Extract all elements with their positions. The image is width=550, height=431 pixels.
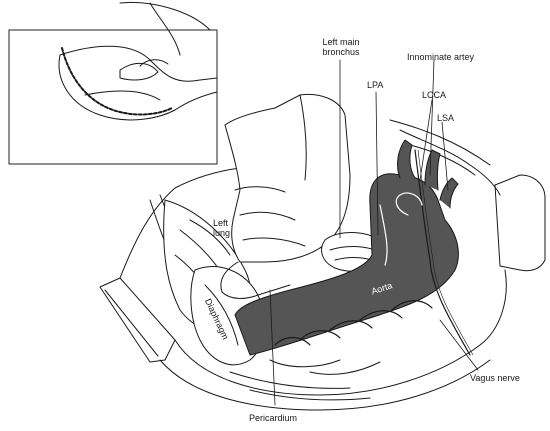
label-left-lung: Left lung xyxy=(213,218,230,238)
vagus-nerve xyxy=(414,149,474,356)
leader-lines xyxy=(269,59,479,406)
retractor-right xyxy=(494,174,546,272)
label-left-main-bronchus: Left main bronchus xyxy=(309,37,373,57)
aorta xyxy=(234,139,459,356)
label-left-lung-line2: lung xyxy=(213,228,231,238)
label-left-lung-line1: Left xyxy=(213,218,229,228)
label-pericardium: Pericardium xyxy=(249,413,298,423)
label-lcca: LCCA xyxy=(422,90,447,100)
hand-retracting-lung xyxy=(220,93,351,299)
retractor-left xyxy=(99,277,176,363)
recurrent-nerve xyxy=(395,192,423,216)
inset-patient-position xyxy=(8,1,218,165)
label-left-main-bronchus-line1: Left main xyxy=(322,37,360,47)
label-lsa: LSA xyxy=(437,113,455,123)
label-lpa: LPA xyxy=(367,80,384,90)
label-innominate-artery: Innominate artey xyxy=(407,52,475,62)
label-vagus-nerve: Vagus nerve xyxy=(470,373,520,383)
label-left-main-bronchus-line2: bronchus xyxy=(322,47,360,57)
intercostal-vessels xyxy=(269,300,433,375)
